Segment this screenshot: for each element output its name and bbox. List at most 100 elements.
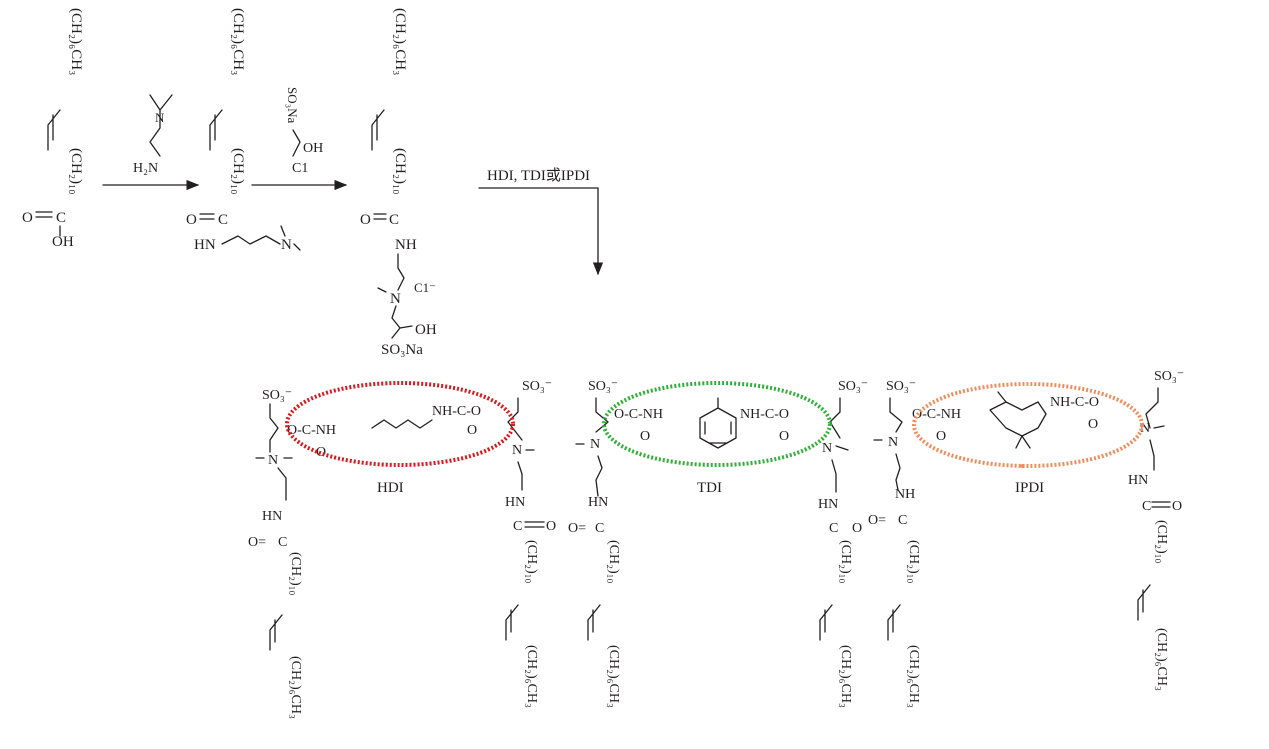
betaine-cl: C1⁻ — [414, 280, 436, 295]
tdi-ring — [699, 397, 737, 449]
amide-methyls — [280, 225, 301, 251]
hdi-left-double — [269, 614, 283, 651]
tdi-right-n-sub — [831, 445, 849, 493]
ipdi-left-n-sub — [873, 439, 901, 491]
product-ipdi: SO₃⁻ N NH O= C (CH₂)₁₀ (CH₂)₆CH₃ O-C-NH … — [868, 369, 1184, 708]
betaine-co-double — [373, 213, 387, 220]
tdi-n-left: N — [590, 437, 600, 452]
step-2: SO₃Na OH C1 — [251, 87, 348, 191]
amide-double-bond — [209, 109, 223, 151]
tdi-highlight — [602, 381, 832, 467]
hdi-right-double — [505, 604, 519, 641]
ipdi-urethane-o: O — [936, 429, 946, 444]
hdi-right-co — [524, 521, 545, 528]
hdi-left-o: O= — [248, 535, 266, 550]
amide-chain-mid: (CH₂)₁₀ — [230, 148, 246, 195]
step-1: N H₂N — [102, 94, 200, 191]
tdi-so3-left: SO₃⁻ — [588, 379, 618, 394]
ipdi-right-c: C — [1142, 499, 1151, 514]
acid-chain-mid: (CH₂)₁₀ — [68, 148, 84, 195]
hdi-left-chain-mid: (CH₂)₁₀ — [288, 552, 303, 596]
product-tdi: SO₃⁻ N HN O= C (CH₂)₁₀ (CH₂)₆CH₃ O-C-NH … — [568, 379, 868, 708]
tdi-so3-right: SO₃⁻ — [838, 379, 868, 394]
ipdi-right-group: NH-C-O — [1050, 395, 1099, 410]
betaine-double-bond — [371, 109, 385, 151]
hdi-n-right: N — [512, 443, 522, 458]
tdi-right-chain-end: (CH₂)₆CH₃ — [838, 645, 853, 708]
hdi-right-backbone — [507, 397, 523, 441]
ipdi-n-left: N — [888, 435, 898, 450]
tdi-urethane-o-2: O — [779, 429, 789, 444]
acid-double-bond — [47, 109, 61, 151]
ipdi-right-backbone — [1145, 387, 1159, 429]
hdi-right-chain-end: (CH₂)₆CH₃ — [524, 645, 539, 708]
acid-oh: OH — [52, 234, 74, 250]
ipdi-ring — [989, 391, 1047, 449]
betaine-so3na: SO₃Na — [381, 342, 423, 358]
hdi-highlight — [285, 381, 515, 467]
hdi-left-group: O-C-NH — [287, 423, 336, 438]
ipdi-left-group: O-C-NH — [912, 407, 961, 422]
ipdi-left-c: C — [898, 513, 907, 528]
ipdi-right-n-sub — [1149, 425, 1165, 471]
tdi-left-backbone — [595, 397, 609, 433]
ipdi-left-backbone — [889, 397, 903, 433]
betaine-oh: OH — [415, 322, 437, 338]
amide-carbonyl-o: O — [186, 212, 197, 228]
betaine-n-sub — [377, 287, 401, 329]
hdi-left-chain-end: (CH₂)₆CH₃ — [288, 656, 303, 719]
hdi-right-n-sub — [517, 449, 535, 491]
acid-carbonyl-c: C — [56, 210, 66, 226]
reagent-1-diamine — [149, 94, 173, 157]
tdi-right-o: O — [852, 521, 862, 536]
product-hdi: SO₃⁻ N HN O= C (CH₂)₁₀ (CH₂)₆CH₃ O-C-NH … — [248, 379, 556, 719]
hdi-right-group: NH-C-O — [432, 404, 481, 419]
ipdi-n-right: N — [1140, 421, 1150, 436]
tdi-left-n-sub — [575, 443, 603, 497]
acid-co-double — [35, 211, 53, 218]
reagent-1-n: N — [155, 110, 165, 125]
tdi-right-hn: HN — [818, 497, 838, 512]
ipdi-so3-right: SO₃⁻ — [1154, 369, 1184, 384]
hdi-left-c: C — [278, 535, 287, 550]
hdi-right-hn: HN — [505, 495, 525, 510]
ipdi-right-chain-mid: (CH₂)₁₀ — [1154, 520, 1169, 564]
reagent-1-h2n: H₂N — [133, 161, 158, 176]
ipdi-highlight — [912, 382, 1144, 468]
reagent-2-cl: C1 — [292, 161, 308, 176]
reagent-2-so3na: SO₃Na — [285, 87, 300, 124]
hdi-right-c: C — [513, 519, 522, 534]
amide-chain-top: (CH₂)₆CH₃ — [230, 8, 246, 75]
tdi-left-chain-end: (CH₂)₆CH₃ — [606, 645, 621, 708]
hdi-urethane-o-2: O — [467, 423, 477, 438]
reagent-2-bonds — [292, 129, 301, 157]
hdi-urethane-o: O — [316, 445, 326, 460]
ipdi-right-co — [1151, 501, 1171, 508]
tdi-right-chain-mid: (CH₂)₁₀ — [838, 540, 853, 584]
hdi-right-chain-mid: (CH₂)₁₀ — [524, 540, 539, 584]
hdi-left-backbone — [269, 403, 279, 453]
hdi-left-n-sub — [255, 457, 293, 501]
acid-chain-top: (CH₂)₆CH₃ — [68, 8, 84, 75]
tdi-n-right: N — [822, 441, 832, 456]
ipdi-left-chain-end: (CH₂)₆CH₃ — [906, 645, 921, 708]
step-3: HDI, TDI或IPDI — [478, 167, 604, 276]
betaine-hydroxy-bond — [391, 325, 413, 339]
ipdi-so3-left: SO₃⁻ — [886, 379, 916, 394]
ipdi-right-double — [1137, 584, 1151, 621]
tdi-left-c: C — [595, 521, 604, 536]
ipdi-left-o: O= — [868, 513, 886, 528]
tdi-right-backbone — [829, 397, 841, 439]
tdi-right-c: C — [829, 521, 838, 536]
betaine-carbonyl-c: C — [389, 212, 399, 228]
ipdi-right-chain-end: (CH₂)₆CH₃ — [1154, 628, 1169, 691]
betaine-n: N — [390, 291, 401, 307]
hdi-n-left: N — [268, 453, 278, 468]
ipdi-label: IPDI — [1015, 480, 1044, 496]
amide-intermediate: (CH₂)₆CH₃ (CH₂)₁₀ O C HN N — [186, 8, 301, 253]
ipdi-right-hn: HN — [1128, 473, 1148, 488]
acid-carbonyl-o: O — [22, 210, 33, 226]
tdi-left-chain-mid: (CH₂)₁₀ — [606, 540, 621, 584]
betaine-chain-top: (CH₂)₆CH₃ — [392, 8, 408, 75]
